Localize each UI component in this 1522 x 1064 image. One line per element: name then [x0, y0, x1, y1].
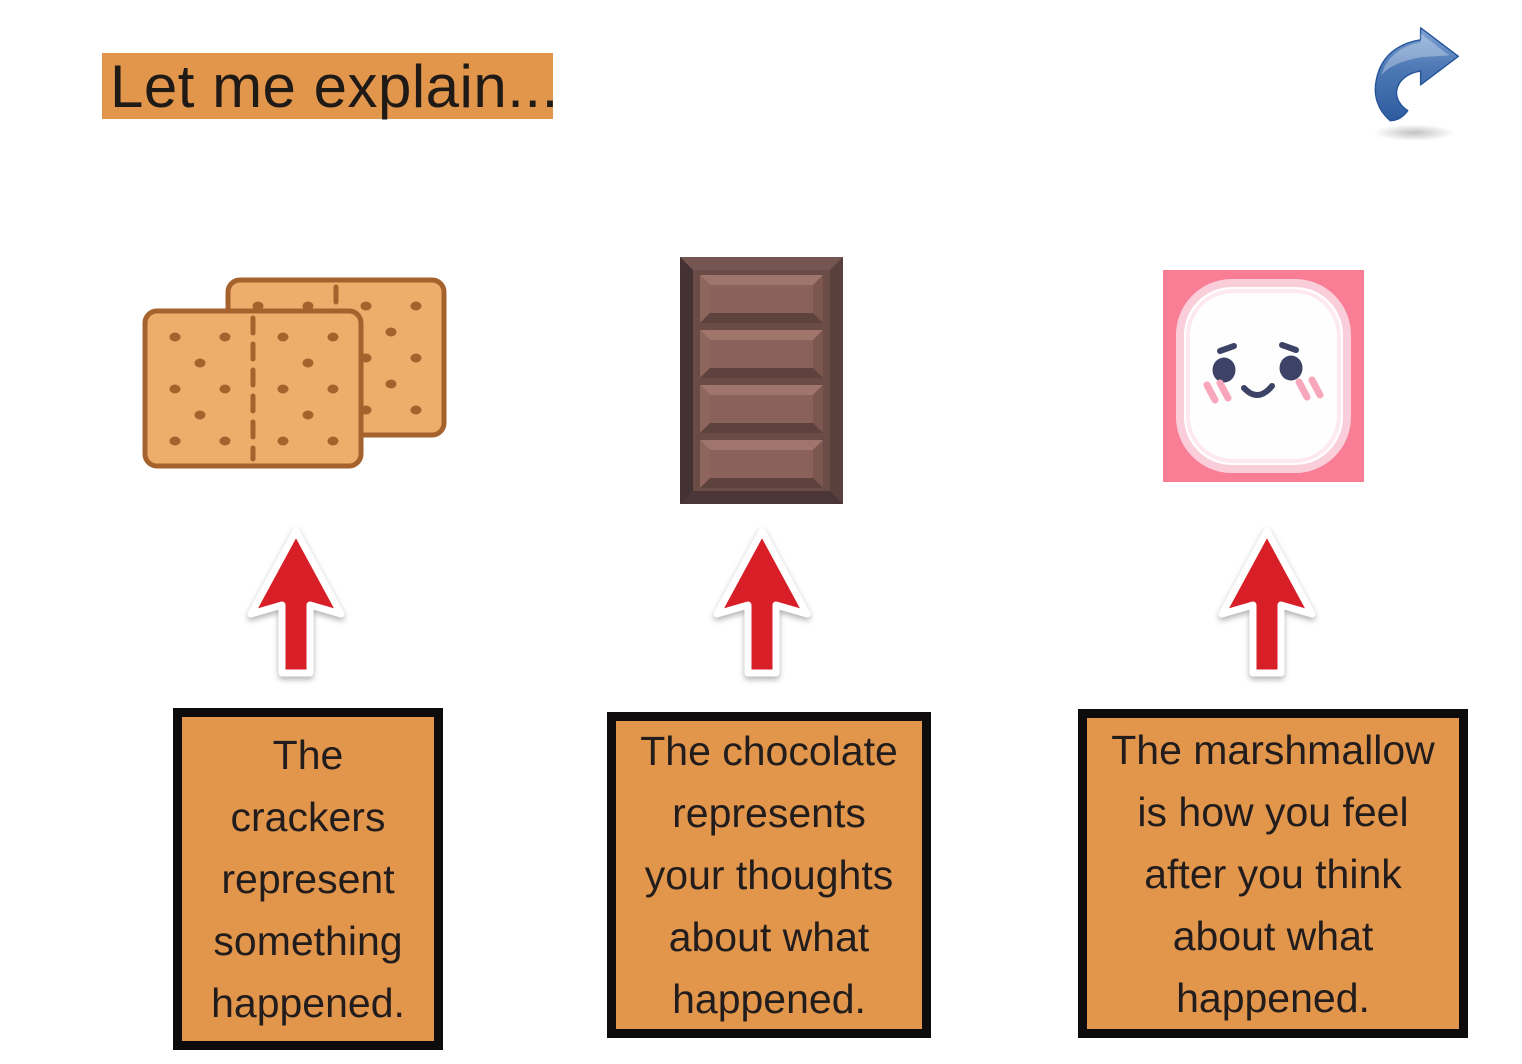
chocolate-graphic [680, 257, 843, 504]
graham-crackers-illustration [142, 277, 447, 469]
caption-box-crackers: The crackers represent something happene… [173, 708, 443, 1050]
marshmallow-face [1203, 342, 1324, 404]
chocolate-bar-illustration [680, 257, 843, 504]
red-up-arrow-icon-crackers [246, 526, 346, 678]
red-up-arrow-icon-chocolate [712, 526, 812, 678]
redo-arrow-graphic [1373, 27, 1460, 141]
redo-forward-arrow-icon[interactable] [1370, 22, 1462, 144]
caption-text-crackers: The crackers represent something happene… [211, 732, 405, 1026]
chocolate-segments [700, 275, 823, 488]
page-title: Let me explain... [110, 52, 559, 120]
caption-text-chocolate: The chocolate represents your thoughts a… [640, 728, 898, 1022]
crackers-graphic [142, 277, 447, 469]
caption-box-chocolate: The chocolate represents your thoughts a… [607, 712, 931, 1038]
marshmallow-illustration [1163, 270, 1364, 482]
front-cracker [142, 308, 364, 469]
caption-box-marshmallow: The marshmallow is how you feel after yo… [1078, 709, 1468, 1038]
caption-text-marshmallow: The marshmallow is how you feel after yo… [1111, 726, 1435, 1021]
marshmallow-graphic [1176, 279, 1351, 473]
red-up-arrow-icon-marshmallow [1217, 526, 1317, 678]
title-highlight-bar: Let me explain... [102, 53, 558, 120]
